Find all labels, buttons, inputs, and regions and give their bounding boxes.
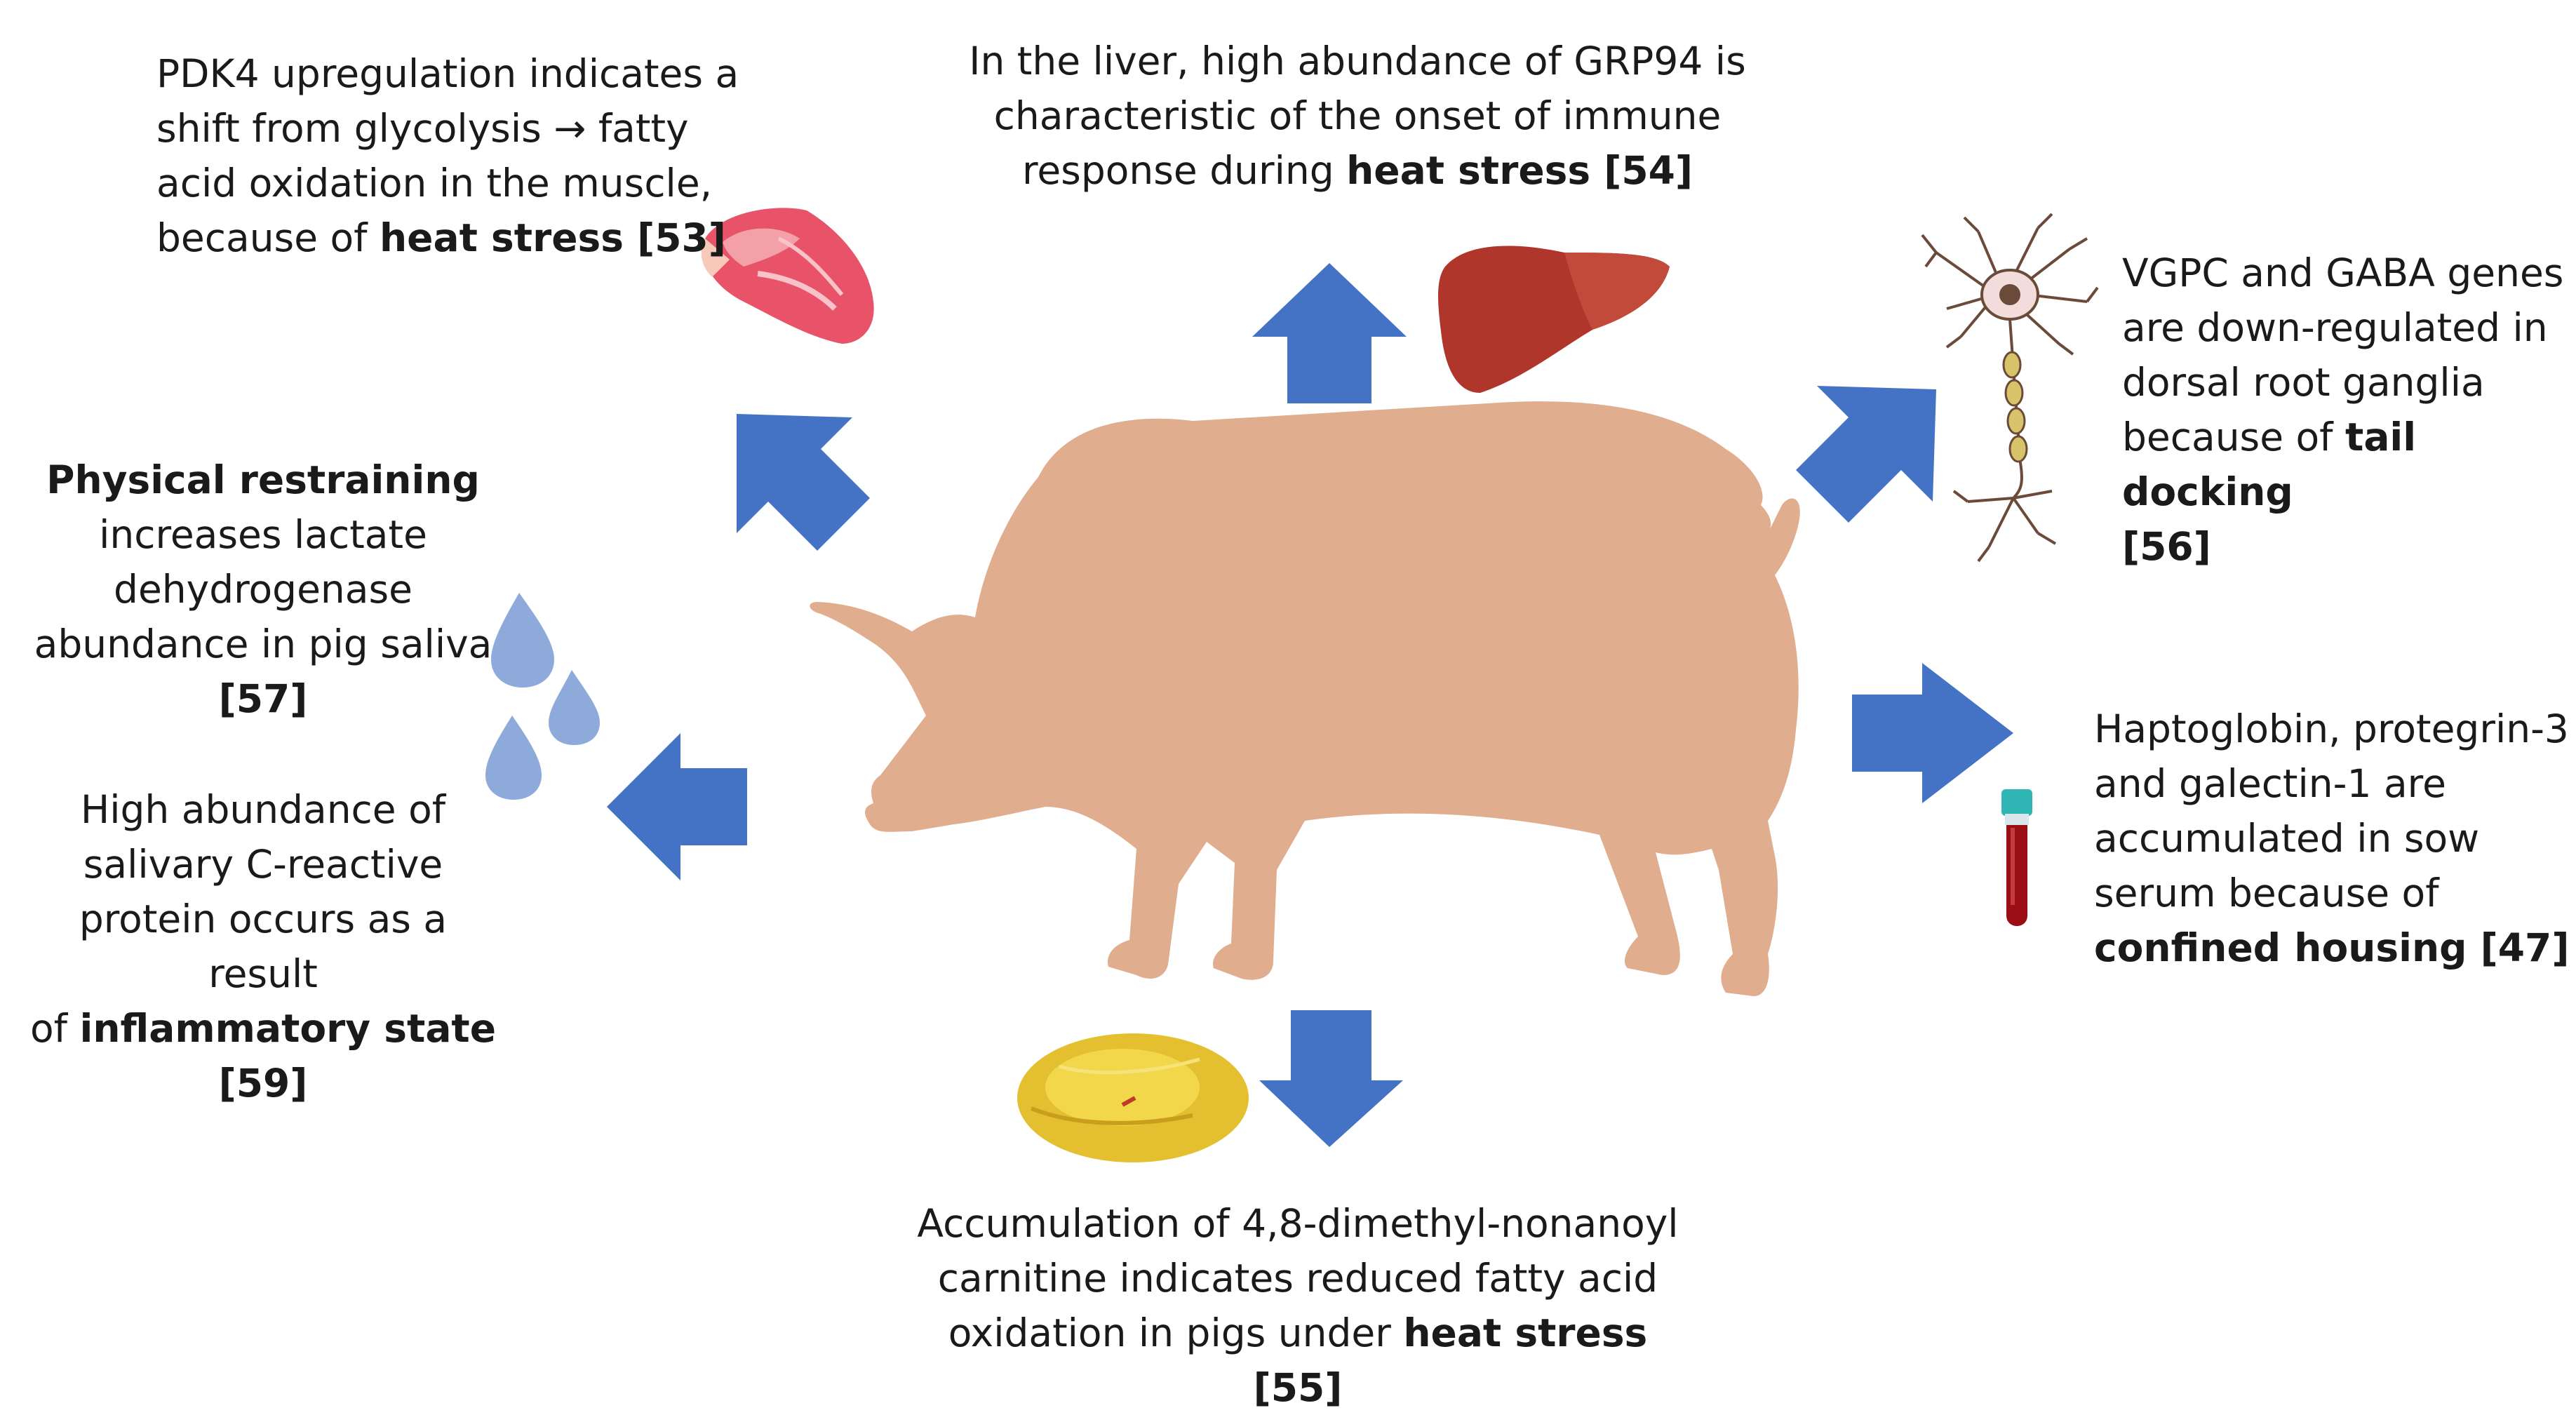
saliva-ldh-label-line5-emphasis: [57]	[218, 676, 308, 721]
saliva-ldh-label: Physical restraining increases lactate d…	[21, 452, 505, 726]
muscle-label-line1: PDK4 upregulation indicates a	[156, 51, 739, 96]
muscle-label: PDK4 upregulation indicates a shift from…	[156, 46, 739, 265]
liver-label-line3-text: response during	[1021, 148, 1347, 193]
liver-label-line2: characteristic of the onset of immune	[993, 93, 1722, 138]
liver-icon	[1438, 246, 1670, 393]
neuron-label-line4: because of tail docking	[2122, 410, 2576, 519]
saliva-crp-label-line1: High abundance of	[80, 787, 446, 832]
liver-label-line3: response during heat stress [54]	[961, 143, 1754, 198]
saliva-ldh-label-line2: increases lactate	[99, 512, 427, 557]
serum-label-line5: confined housing [47]	[2094, 920, 2569, 975]
muscle-label-line2: shift from glycolysis → fatty	[156, 106, 689, 151]
muscle-label-line4-emphasis: heat stress [53]	[380, 215, 726, 260]
arrow-left-saliva	[607, 733, 747, 880]
feces-label-line3-text: oxidation in pigs under	[948, 1310, 1404, 1355]
arrow-up-liver	[1252, 263, 1407, 403]
muscle-label-line3: acid oxidation in the muscle,	[156, 161, 713, 206]
saliva-ldh-label-line3: dehydrogenase	[114, 567, 412, 612]
neuron-label-line5: [56]	[2122, 519, 2576, 574]
feces-label-line1: Accumulation of 4,8-dimethyl-nonanoyl	[917, 1201, 1679, 1246]
arrow-down-feces	[1259, 1010, 1403, 1147]
serum-label: Haptoglobin, protegrin-3 and galectin-1 …	[2094, 702, 2569, 975]
feces-label-line3: oxidation in pigs under heat stress [55]	[912, 1306, 1684, 1415]
saliva-crp-label-line5: [59]	[21, 1056, 505, 1111]
neuron-label-line4-text: because of	[2122, 415, 2346, 460]
muscle-label-line4: because of heat stress [53]	[156, 210, 739, 265]
neuron-label-line4-emphasis: tail docking	[2122, 415, 2417, 514]
saliva-crp-label-line4-emphasis: inflammatory state	[79, 1006, 497, 1051]
saliva-crp-label-line5-emphasis: [59]	[218, 1061, 308, 1106]
saliva-crp-label-line3: protein occurs as a result	[79, 897, 448, 996]
serum-label-line2: and galectin-1 are	[2094, 761, 2446, 806]
neuron-label-line3: dorsal root ganglia	[2122, 360, 2485, 405]
saliva-ldh-label-line4: abundance in pig saliva	[34, 622, 492, 666]
blood-tube-icon	[2001, 789, 2032, 926]
serum-label-line4: serum because of	[2094, 871, 2439, 916]
feces-icon	[1017, 1033, 1249, 1162]
liver-label-line1: In the liver, high abundance of GRP94 is	[969, 39, 1746, 83]
feces-label-line2: carnitine indicates reduced fatty acid	[937, 1256, 1658, 1301]
liver-label-line3-emphasis: heat stress [54]	[1346, 148, 1693, 193]
saliva-ldh-label-line1-emphasis: Physical restraining	[46, 457, 480, 502]
saliva-crp-label-line4-text: of	[29, 1006, 80, 1051]
neuron-label: VGPC and GABA genes are down-regulated i…	[2122, 246, 2576, 574]
saliva-crp-label-line2: salivary C-reactive	[83, 842, 443, 887]
serum-label-line3: accumulated in sow	[2094, 816, 2480, 861]
feces-label: Accumulation of 4,8-dimethyl-nonanoyl ca…	[912, 1196, 1684, 1415]
neuron-label-line5-emphasis: [56]	[2122, 524, 2211, 569]
liver-label: In the liver, high abundance of GRP94 is…	[961, 34, 1754, 198]
saliva-ldh-label-line5: [57]	[21, 671, 505, 726]
muscle-meat-icon	[701, 208, 874, 344]
neuron-label-line1: VGPC and GABA genes	[2122, 250, 2564, 295]
serum-label-line5-emphasis: confined housing [47]	[2094, 925, 2570, 970]
muscle-label-line4-text: because of	[156, 215, 380, 260]
saliva-drops-icon	[485, 593, 600, 800]
diagram-root: { "colors": { "pig": "#e0ad8e", "arrow":…	[21, 34, 2576, 1410]
serum-label-line1: Haptoglobin, protegrin-3	[2094, 706, 2569, 751]
arrow-right-serum	[1852, 663, 2013, 803]
saliva-ldh-label-line1: Physical restraining	[21, 452, 505, 507]
neuron-label-line2: are down-regulated in	[2122, 305, 2548, 350]
saliva-crp-label: High abundance of salivary C-reactive pr…	[21, 782, 505, 1111]
arrow-up-left-muscle	[737, 414, 870, 551]
arrow-up-right-neuron	[1796, 386, 1936, 523]
neuron-icon	[1921, 213, 2099, 563]
saliva-crp-label-line4: of inflammatory state	[21, 1001, 505, 1056]
pig-silhouette	[810, 401, 1800, 996]
diagram-artwork	[485, 208, 2099, 1162]
